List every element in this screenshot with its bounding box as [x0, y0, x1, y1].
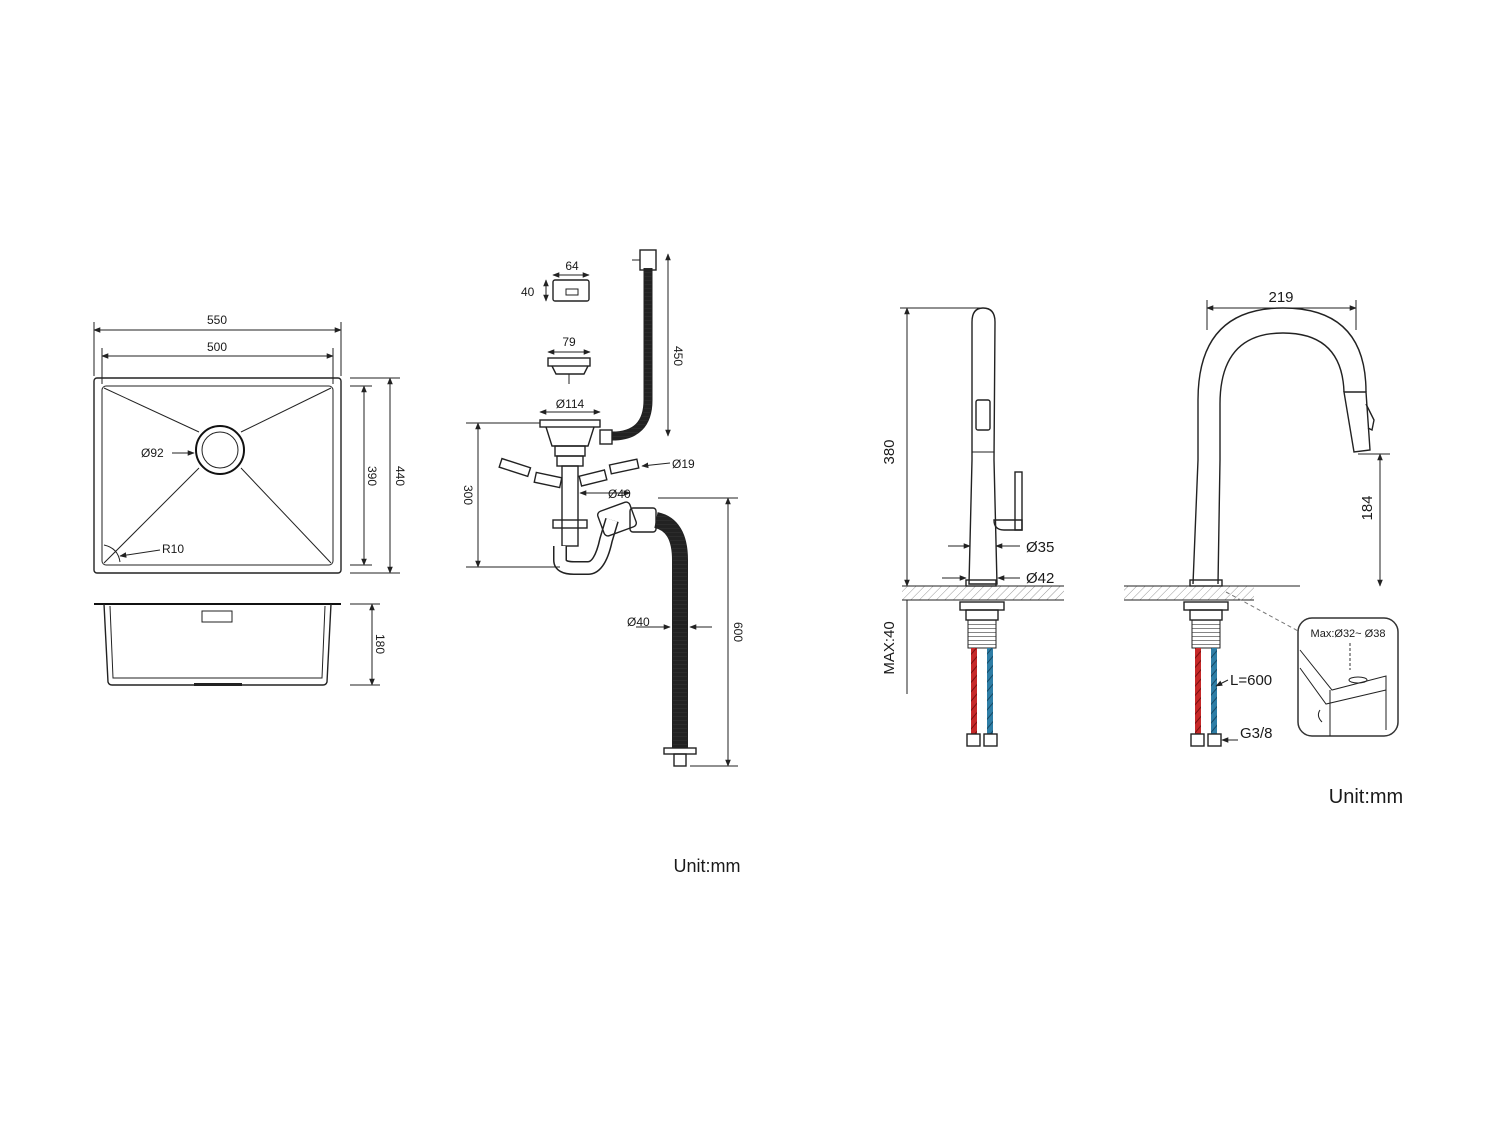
hot-hose-front	[1195, 648, 1201, 734]
outlet-length-label: 600	[731, 622, 745, 642]
bowl-height-label: 180	[373, 634, 387, 654]
reach-label: 219	[1268, 289, 1293, 306]
countertop-front	[1124, 586, 1254, 600]
strainer-width-label: 79	[562, 335, 576, 349]
overflow-hose	[611, 268, 653, 441]
base-diameter-label: Ø42	[1026, 570, 1054, 587]
sink-outer-depth-label: 440	[393, 466, 407, 486]
hose-length-label-front: L=600	[1230, 672, 1272, 689]
hose-length-label: 450	[671, 346, 685, 366]
sink-outer-rim	[93, 377, 342, 574]
cold-hose-front	[1211, 648, 1217, 734]
overflow-height-label: 40	[521, 285, 535, 299]
sink-top-view: 550 500 Ø92 R10 390 440	[93, 313, 407, 574]
drain-kit: 64 40 79 Ø114 450 Ø19	[461, 249, 745, 876]
overflow-cover	[552, 279, 590, 302]
strainer-basket	[547, 357, 591, 367]
mounting-hole-detail: Max:Ø32~ Ø38	[1297, 617, 1399, 737]
sink-inner-bowl	[101, 385, 334, 566]
faucet-side-view: 380 MAX:40 Ø35 Ø42	[881, 307, 1064, 747]
hot-hose	[971, 648, 977, 734]
overflow-slot	[201, 610, 233, 623]
faucet-height-label: 380	[881, 439, 898, 464]
drain-unit-label: Unit:mm	[674, 856, 741, 876]
overflow-width-label: 64	[565, 259, 579, 273]
trap-pipe-diameter-label: Ø40	[627, 615, 650, 629]
cold-hose	[987, 648, 993, 734]
faucet-front-view: 219 184 L=600 G3/8 Max:Ø32~ Ø38 Unit:mm	[1124, 289, 1403, 808]
spout-height-label: 184	[1359, 495, 1376, 520]
countertop	[902, 586, 1064, 600]
faucet-handle	[993, 519, 1023, 531]
sink-side-view: 180	[94, 603, 387, 686]
body-diameter-label: Ø35	[1026, 539, 1054, 556]
drain-height-label: 300	[461, 485, 475, 505]
sink-inner-width-label: 500	[207, 340, 227, 354]
pipe-diameter-label: Ø40	[608, 487, 631, 501]
drain-flange	[539, 419, 601, 428]
hole-range-label: Max:Ø32~ Ø38	[1311, 628, 1386, 640]
sink-outer-width-label: 550	[207, 313, 227, 327]
drain-diameter-label: Ø92	[141, 446, 164, 460]
spray-button	[975, 399, 991, 431]
faucet-body	[968, 307, 998, 585]
thread-label: G3/8	[1240, 725, 1273, 742]
corner-radius-label: R10	[162, 542, 184, 556]
flange-diameter-label: Ø114	[556, 397, 585, 411]
drain-hole	[195, 425, 245, 475]
sink-inner-depth-label: 390	[365, 466, 379, 486]
connector-parts	[498, 457, 640, 489]
counter-max-label: MAX:40	[881, 621, 898, 674]
spray-head	[1343, 391, 1371, 453]
faucet-unit-label: Unit:mm	[1329, 786, 1403, 808]
connector-diameter-label: Ø19	[672, 457, 695, 471]
